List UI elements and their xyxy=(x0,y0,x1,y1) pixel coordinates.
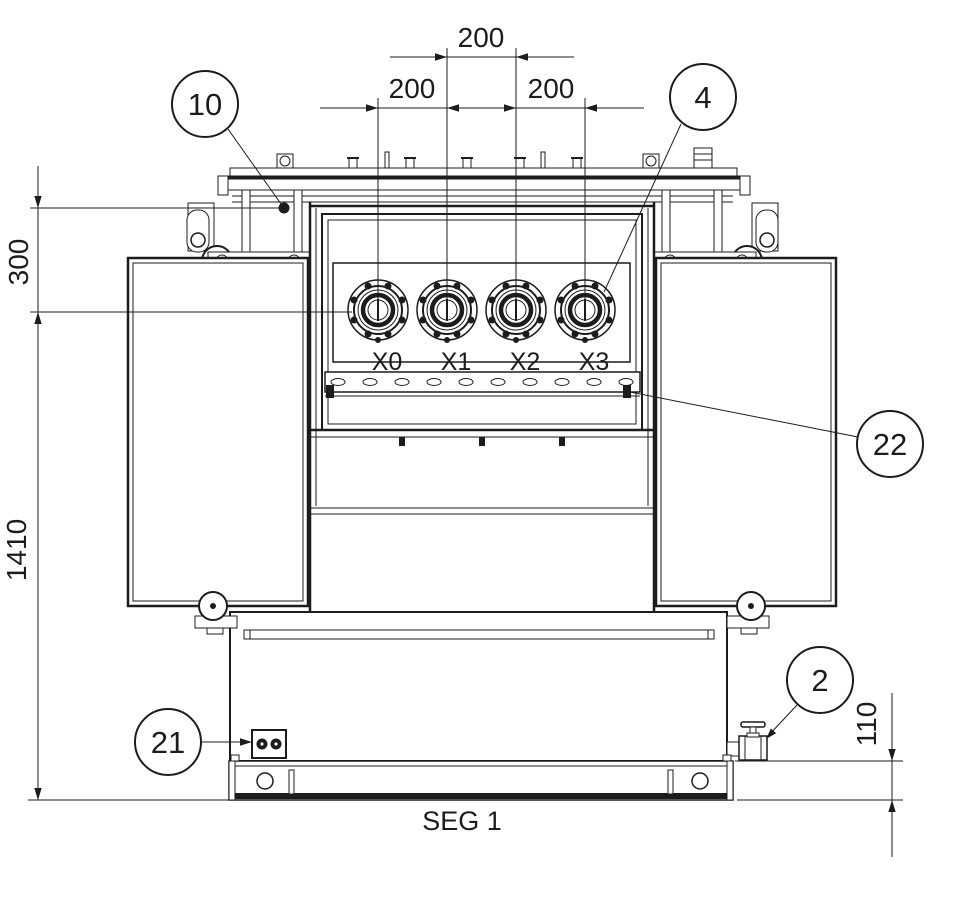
balloon-10: 10 xyxy=(171,70,290,214)
cover-screw-item xyxy=(278,202,290,214)
base-segment-label: SEG 1 xyxy=(422,806,502,836)
svg-text:10: 10 xyxy=(188,87,222,122)
strip-bolt-left xyxy=(326,385,334,398)
lv-cable-box: X0 X1 X2 X3 xyxy=(310,204,654,446)
dim-top-right: 200 xyxy=(528,73,575,104)
left-lower-roller xyxy=(194,591,238,635)
base-hole-left xyxy=(256,772,274,790)
tank-stiffener-strip xyxy=(243,629,715,640)
grounding-pad xyxy=(251,729,287,759)
right-radiator xyxy=(654,256,838,608)
drain-valve xyxy=(726,721,768,761)
dim-left-overall: 1410 xyxy=(1,519,32,581)
balloon-2: 2 xyxy=(766,646,854,739)
strip-bolt-right xyxy=(623,385,631,398)
dimension-lines: 200 200 200 300 1410 110 xyxy=(1,22,903,857)
right-lower-roller xyxy=(726,591,770,635)
svg-text:2: 2 xyxy=(811,663,828,698)
left-radiator xyxy=(126,256,310,608)
dim-top-center: 200 xyxy=(458,22,505,53)
valve-handwheel xyxy=(740,721,766,728)
svg-text:4: 4 xyxy=(694,80,711,115)
tank-lid-assembly xyxy=(217,147,751,203)
svg-text:22: 22 xyxy=(873,427,907,462)
lid-studs xyxy=(347,151,583,169)
callout-balloons: 10 4 22 21 2 xyxy=(134,63,924,776)
dim-left-upper: 300 xyxy=(3,239,34,286)
balloon-21: 21 xyxy=(134,708,252,776)
balloon-4: 4 xyxy=(603,63,737,293)
balloon-22: 22 xyxy=(629,391,924,478)
lid-lifting-eyes xyxy=(276,147,713,170)
dim-base-height: 110 xyxy=(851,702,882,747)
tank-mid-body xyxy=(308,202,656,613)
base-hole-right xyxy=(691,772,709,790)
terminal-support-strip xyxy=(324,371,641,398)
lower-tank xyxy=(229,611,728,762)
thermometer-pocket xyxy=(693,147,713,170)
base-skid xyxy=(228,754,734,801)
svg-text:21: 21 xyxy=(151,725,185,760)
lid-top-plate xyxy=(229,167,738,177)
dim-top-left: 200 xyxy=(389,73,436,104)
